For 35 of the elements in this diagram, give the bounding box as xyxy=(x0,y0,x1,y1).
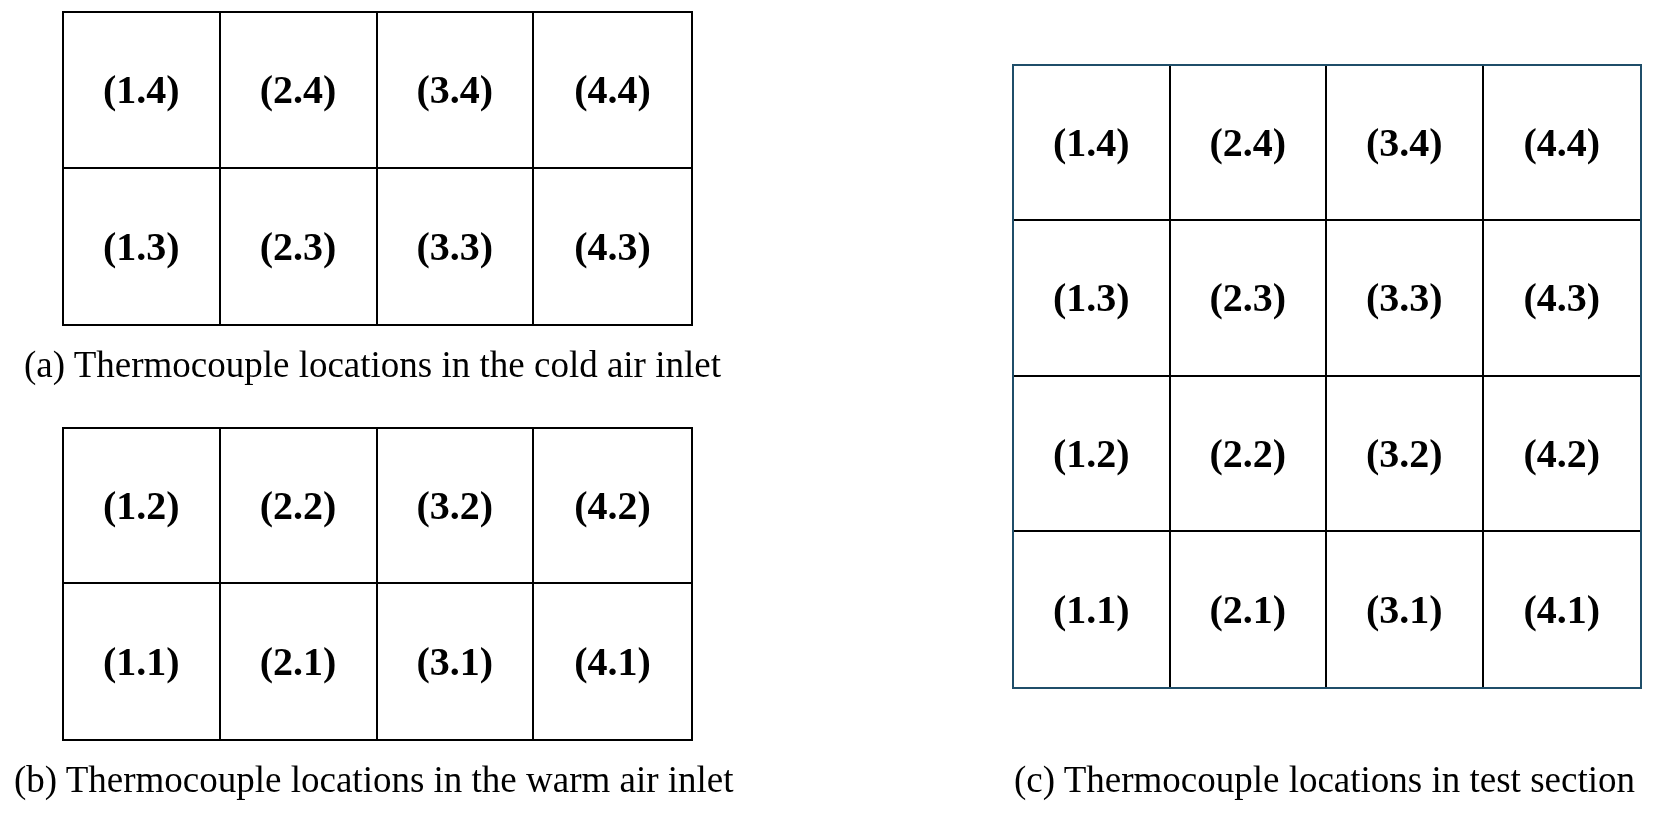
table-cell: (3.2) xyxy=(1327,376,1484,532)
table-cell: (3.4) xyxy=(1327,66,1484,222)
table-cell: (4.4) xyxy=(1483,66,1640,222)
table-cell: (2.2) xyxy=(220,429,378,584)
table-cell: (2.1) xyxy=(220,584,378,739)
table-cell: (3.1) xyxy=(377,584,535,739)
figure-caption: (b) Thermocouple locations in the warm air inlet xyxy=(14,760,734,801)
table-cell: (1.3) xyxy=(64,168,221,324)
table-cell: (2.4) xyxy=(1170,66,1327,222)
table-cell-text: (4.3) xyxy=(573,222,652,271)
table-cell: (2.1) xyxy=(1170,531,1327,687)
table-cell: (3.1) xyxy=(1327,531,1484,687)
table-cell: (4.3) xyxy=(1483,221,1640,377)
table-cell: (1.2) xyxy=(64,429,221,584)
table-cell: (3.4) xyxy=(377,13,535,169)
table-cell-text: (4.1) xyxy=(573,638,652,686)
table-cell: (4.4) xyxy=(534,13,691,169)
table-cell: (1.4) xyxy=(1014,66,1171,222)
figure-caption: (a) Thermocouple locations in the cold air inlet xyxy=(24,345,721,386)
table-cell: (1.1) xyxy=(64,584,221,739)
table-cell: (2.4) xyxy=(220,13,378,169)
table-cell: (1.2) xyxy=(1014,376,1171,532)
table-cell: (2.3) xyxy=(1170,221,1327,377)
table-cell: (4.2) xyxy=(534,429,691,584)
figure-caption: (c) Thermocouple locations in test section xyxy=(1014,760,1635,801)
table-cell: (2.2) xyxy=(1170,376,1327,532)
table-cell: (3.2) xyxy=(377,429,535,584)
table-cell: (2.3) xyxy=(220,168,378,324)
table-cell: (1.4) xyxy=(64,13,221,169)
table-cell: (3.3) xyxy=(1327,221,1484,377)
table-cell-text: (4.1) xyxy=(1522,585,1602,634)
table-cell: (1.1) xyxy=(1014,531,1171,687)
table-cell: (4.2) xyxy=(1483,376,1640,532)
table-cell: (1.3) xyxy=(1014,221,1171,377)
table-cell: (3.3) xyxy=(377,168,535,324)
